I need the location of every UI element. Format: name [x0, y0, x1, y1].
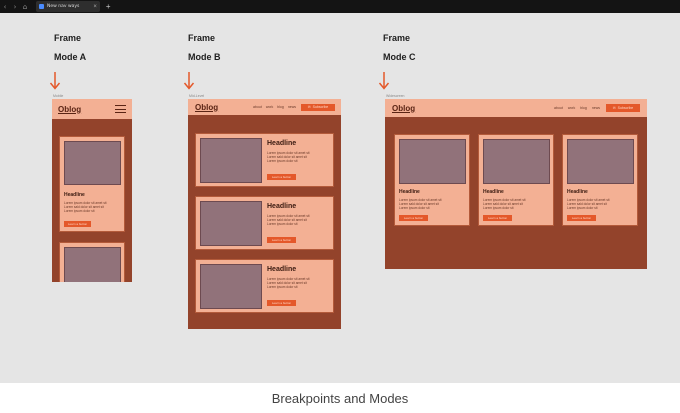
frame-name-midlevel: Mid-Level [189, 94, 205, 98]
frame-label-c: Frame [383, 33, 411, 43]
card-button[interactable]: Learn a button [483, 215, 512, 221]
forward-icon[interactable]: › [13, 2, 17, 11]
card-button[interactable]: Learn a button [567, 215, 596, 221]
menu-icon[interactable] [115, 105, 126, 113]
card-headline: Headline [399, 189, 420, 195]
nav-link-work[interactable]: work [567, 106, 576, 110]
browser-tab-bar: ‹ › ⌂ New nav ways × + [0, 0, 680, 13]
nav-link-blog[interactable]: blog [277, 105, 284, 109]
image-placeholder [200, 201, 262, 246]
card-button[interactable]: Learn a button [267, 300, 296, 306]
subscribe-button[interactable]: ✉Subscribe [301, 103, 335, 111]
logo[interactable]: Oblog [195, 102, 219, 112]
image-placeholder [64, 247, 121, 282]
nav-link-news[interactable]: news [591, 106, 600, 110]
nav-link-about[interactable]: about [253, 105, 262, 109]
down-arrow-icon [378, 72, 390, 90]
card-headline: Headline [483, 189, 504, 195]
image-placeholder [200, 264, 262, 309]
frame-mobile[interactable]: Oblog Headline Lorem ipsum dolor sit ame… [52, 99, 132, 282]
card-button[interactable]: Learn a button [267, 174, 296, 180]
image-placeholder [399, 139, 466, 184]
logo[interactable]: Oblog [392, 103, 416, 113]
card-headline: Headline [267, 266, 297, 273]
card-button[interactable]: Learn a button [267, 237, 296, 243]
nav-links: about work blog news [554, 106, 600, 110]
image-placeholder [483, 139, 550, 184]
frame-name-mobile: Mobile [53, 94, 64, 98]
mail-icon: ✉ [612, 106, 616, 110]
nav-links: about work blog news [253, 105, 296, 109]
logo[interactable]: Oblog [58, 104, 82, 114]
close-icon[interactable]: × [93, 3, 97, 10]
back-icon[interactable]: ‹ [3, 2, 7, 11]
mode-label-a: Mode A [54, 52, 87, 62]
subscribe-button[interactable]: ✉Subscribe [606, 104, 640, 112]
card-headline: Headline [267, 140, 297, 147]
image-placeholder [64, 141, 121, 185]
caption: Breakpoints and Modes [0, 383, 680, 413]
figma-file-icon [39, 4, 44, 9]
card-button[interactable]: Learn a button [64, 221, 91, 227]
nav-link-work[interactable]: work [265, 105, 274, 109]
navbar: Oblog about work blog news ✉Subscribe [188, 99, 341, 115]
frame-name-widescreen: Widescreen [386, 94, 405, 98]
image-placeholder [200, 138, 262, 183]
card-button[interactable]: Learn a button [399, 215, 428, 221]
frame-label-a: Frame [54, 33, 82, 43]
tab-new-nav-ways[interactable]: New nav ways × [36, 1, 100, 12]
mode-label-b: Mode B [188, 52, 221, 62]
card-headline: Headline [64, 192, 85, 198]
frame-midlevel[interactable]: Oblog about work blog news ✉Subscribe He… [188, 99, 341, 329]
frame-label-b: Frame [188, 33, 216, 43]
frame-widescreen[interactable]: Oblog about work blog news ✉Subscribe He… [385, 99, 647, 269]
card [59, 242, 125, 282]
navbar: Oblog [52, 99, 132, 119]
home-icon[interactable]: ⌂ [22, 2, 28, 11]
design-canvas[interactable]: Frame Mode A Frame Mode B Frame Mode C M… [0, 13, 680, 383]
tab-title: New nav ways [47, 4, 80, 9]
mode-label-c: Mode C [383, 52, 416, 62]
navbar: Oblog about work blog news ✉Subscribe [385, 99, 647, 117]
new-tab-icon[interactable]: + [105, 2, 111, 11]
down-arrow-icon [49, 72, 61, 90]
nav-link-news[interactable]: news [287, 105, 296, 109]
mail-icon: ✉ [307, 105, 311, 109]
nav-link-about[interactable]: about [554, 106, 563, 110]
image-placeholder [567, 139, 634, 184]
card-headline: Headline [267, 203, 297, 210]
card-headline: Headline [567, 189, 588, 195]
nav-link-blog[interactable]: blog [580, 106, 587, 110]
down-arrow-icon [183, 72, 195, 90]
